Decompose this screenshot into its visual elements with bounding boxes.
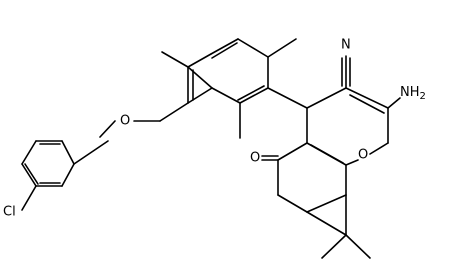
bond — [99, 120, 116, 138]
bond — [369, 142, 389, 155]
bond — [73, 140, 109, 165]
amino-nh-label: NH — [400, 85, 420, 100]
bond — [349, 94, 385, 114]
amino-group-label: NH2 — [400, 85, 426, 102]
atom-labels: Cl O N NH2 O O — [3, 38, 426, 220]
bond — [239, 87, 269, 104]
bond — [187, 87, 213, 104]
bond — [345, 87, 389, 109]
bond — [277, 194, 308, 213]
keto-oxygen-atom-label: O — [250, 151, 260, 166]
bond — [345, 159, 359, 166]
bond — [345, 234, 371, 259]
bond — [187, 66, 213, 89]
bonds — [21, 38, 401, 259]
bond — [306, 87, 347, 109]
bond — [306, 194, 347, 213]
bond — [61, 163, 75, 187]
bond — [310, 144, 344, 164]
ring-oxygen-atom-label: O — [358, 148, 368, 163]
amino-subscript: 2 — [420, 91, 426, 102]
bond — [161, 51, 189, 68]
bond — [24, 163, 39, 185]
bond — [237, 85, 265, 101]
nitrile-nitrogen-atom-label: N — [341, 38, 351, 53]
bond — [237, 38, 269, 58]
bond — [211, 42, 238, 59]
bond — [21, 185, 37, 211]
bond — [187, 53, 212, 68]
bond — [211, 87, 241, 104]
bond — [159, 102, 189, 122]
bond — [21, 140, 37, 165]
chlorine-atom-label: Cl — [3, 205, 16, 220]
bond — [267, 87, 308, 109]
bond — [210, 38, 239, 55]
bond — [61, 140, 75, 165]
bond — [267, 38, 297, 58]
bond — [387, 97, 401, 109]
bond — [306, 211, 347, 236]
ether-oxygen-atom-label: O — [120, 114, 130, 129]
bond — [21, 163, 37, 187]
bond — [277, 142, 308, 161]
bond — [321, 234, 347, 259]
